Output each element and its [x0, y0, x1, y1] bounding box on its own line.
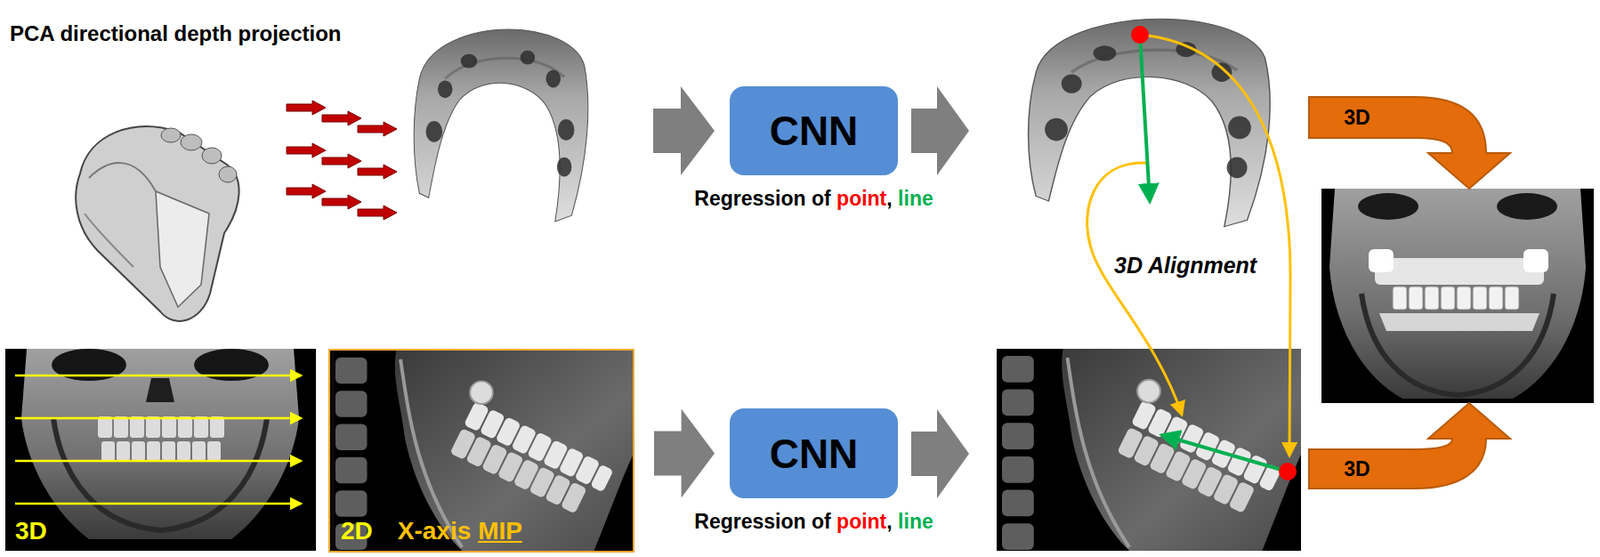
block-arrow	[654, 409, 715, 499]
arrow-label: 3D	[1343, 105, 1370, 130]
merge-arrow	[1309, 403, 1511, 489]
caption-line: Regression ofpoint,line	[694, 509, 933, 534]
process-box: CNNRegression ofpoint,line	[729, 86, 898, 176]
jaw-mesh	[75, 126, 239, 322]
caption-text: Regression of	[694, 509, 831, 534]
alignment-label: 3D Alignment	[1112, 252, 1259, 279]
regressed-line	[1162, 435, 1288, 472]
merge-arrow	[1309, 96, 1511, 189]
regressed-point	[1278, 462, 1297, 481]
depth-image	[413, 29, 589, 222]
caption-text: line	[897, 186, 934, 211]
alignment-curve	[1139, 34, 1291, 456]
ct-aligned	[1321, 188, 1594, 404]
alignment-curve	[1087, 162, 1182, 415]
image-panel: 3D	[5, 348, 316, 551]
panel-text: 2D	[340, 517, 373, 546]
caption-text: line	[897, 509, 934, 534]
caption-text: point	[836, 509, 887, 534]
process-box: CNNRegression ofpoint,line	[729, 408, 898, 499]
panel-label: 2D X-axisMIP	[340, 517, 523, 546]
panel-label: 3D	[15, 517, 48, 546]
caption-text: Regression of	[694, 186, 831, 211]
ct-frontal	[5, 348, 316, 551]
flow-arrows	[653, 86, 970, 499]
arrow-label: 3D	[1343, 457, 1370, 482]
regressed-line	[1139, 34, 1150, 202]
mip-image	[330, 350, 633, 551]
projection-arrows	[286, 100, 397, 220]
image-panel: 2D X-axisMIP	[328, 348, 635, 553]
caption-text: ,	[886, 509, 892, 534]
figure-title: PCA directional depth projection	[9, 21, 341, 47]
panel-text: MIP	[477, 517, 523, 546]
mip-image	[996, 348, 1302, 551]
panel-text: X-axis	[397, 517, 472, 546]
depth-image	[1028, 18, 1271, 227]
caption-text: point	[836, 186, 887, 211]
caption-text: ,	[886, 186, 892, 211]
box-label: CNN	[769, 429, 859, 478]
regressed-point	[1131, 25, 1149, 44]
box-label: CNN	[769, 106, 859, 155]
caption-line: Regression ofpoint,line	[694, 186, 933, 211]
